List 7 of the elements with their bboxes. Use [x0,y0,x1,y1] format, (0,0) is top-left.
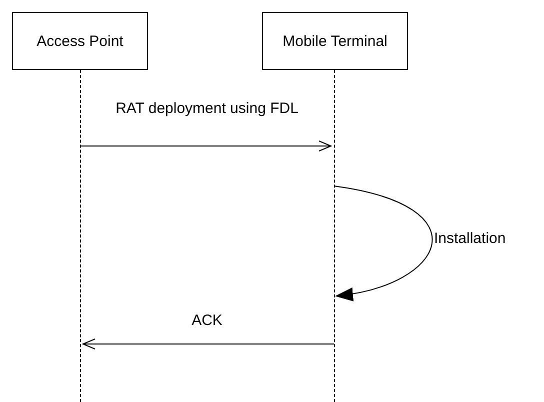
participant-box: Mobile Terminal [262,12,408,70]
message-arrow [80,140,332,152]
lifeline [334,70,335,402]
participant-box: Access Point [12,12,148,70]
lifeline [80,70,81,402]
self-message-arrow [334,186,432,300]
message-arrow [82,338,334,350]
